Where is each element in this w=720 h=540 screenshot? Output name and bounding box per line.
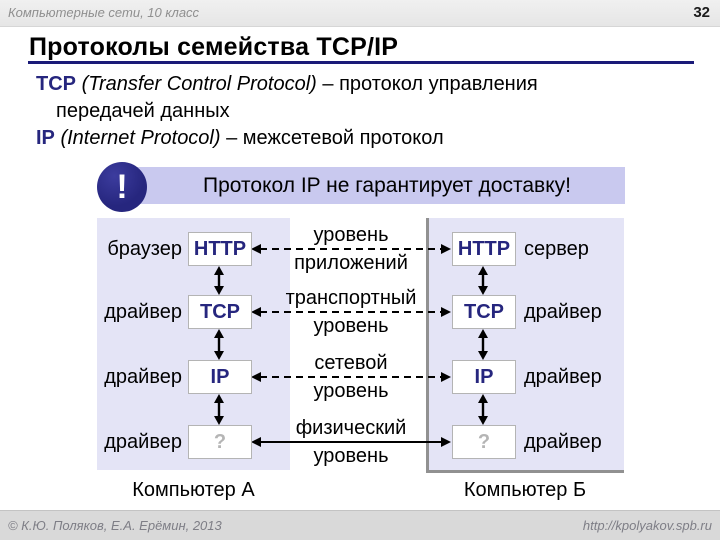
warning-text: Протокол IP не гарантирует доставку! [203,173,571,197]
layer-label: браузер [107,238,182,260]
layer-label: драйвер [104,366,182,388]
level-line2: уровень [313,315,389,337]
layer-label: сервер [524,238,589,260]
level-line1: сетевой [314,352,388,374]
tcp-term: TCP [36,73,76,95]
level-line2: уровень [313,380,389,402]
level-line1: транспортный [285,287,417,309]
layer-label: драйвер [524,431,602,453]
tcp-latin-name: (Transfer Control Protocol) [81,73,317,95]
protocol-name: IP [474,365,494,388]
protocol-name: HTTP [457,237,511,260]
protocol-box: IP [452,360,516,394]
ip-term: IP [36,127,55,149]
ip-definition: IP (Internet Protocol) – межсетевой прот… [36,125,696,152]
layer-label: драйвер [524,366,602,388]
level-line2: приложений [294,252,408,274]
protocol-name: TCP [200,300,240,323]
tcp-definition: TCP (Transfer Control Protocol) – проток… [36,71,696,98]
tcp-description: – протокол управления [322,73,538,95]
ip-latin-name: (Internet Protocol) [60,127,221,149]
slide-footer: © К.Ю. Поляков, Е.А. Ерёмин, 2013 http:/… [0,510,720,540]
level-line1: уровень [313,224,389,246]
layer-label: драйвер [104,431,182,453]
protocol-box: TCP [188,295,252,329]
definitions-block: TCP (Transfer Control Protocol) – проток… [36,71,696,152]
level-line2: уровень [313,445,389,467]
warning-callout: Протокол IP не гарантирует доставку! [115,167,625,204]
page-title: Протоколы семейства TCP/IP [29,33,399,61]
osi-level-physical: физический уровень [252,416,450,468]
protocol-name: ? [213,430,227,453]
title-underline [28,61,694,64]
protocol-box-unknown: ? [188,425,252,459]
layer-label: драйвер [524,301,602,323]
protocol-box-unknown: ? [452,425,516,459]
level-line1: физический [295,417,407,439]
protocol-box: HTTP [188,232,252,266]
exclamation-icon: ! [97,162,147,212]
protocol-name: ? [477,430,491,453]
site-url-label: http://kpolyakov.spb.ru [582,518,712,533]
copyright-label: © К.Ю. Поляков, Е.А. Ерёмин, 2013 [8,518,222,533]
protocol-name: TCP [464,300,504,323]
exclamation-glyph: ! [116,168,128,206]
protocol-name: HTTP [193,237,247,260]
course-label: Компьютерные сети, 10 класс [8,5,200,20]
slide-header: Компьютерные сети, 10 класс 32 [0,0,720,27]
protocol-name: IP [210,365,230,388]
computer-a-caption: Компьютер А [132,479,255,501]
osi-level-application: уровень приложений [252,223,450,275]
layer-label: драйвер [104,301,182,323]
tcp-description-continuation: передачей данных [56,100,230,122]
protocol-box: IP [188,360,252,394]
osi-level-network: сетевой уровень [252,351,450,403]
computer-b-caption: Компьютер Б [463,479,587,501]
ip-description: – межсетевой протокол [226,127,444,149]
protocol-box: HTTP [452,232,516,266]
page-number: 32 [693,4,710,21]
osi-level-transport: транспортный уровень [252,286,450,338]
protocol-box: TCP [452,295,516,329]
